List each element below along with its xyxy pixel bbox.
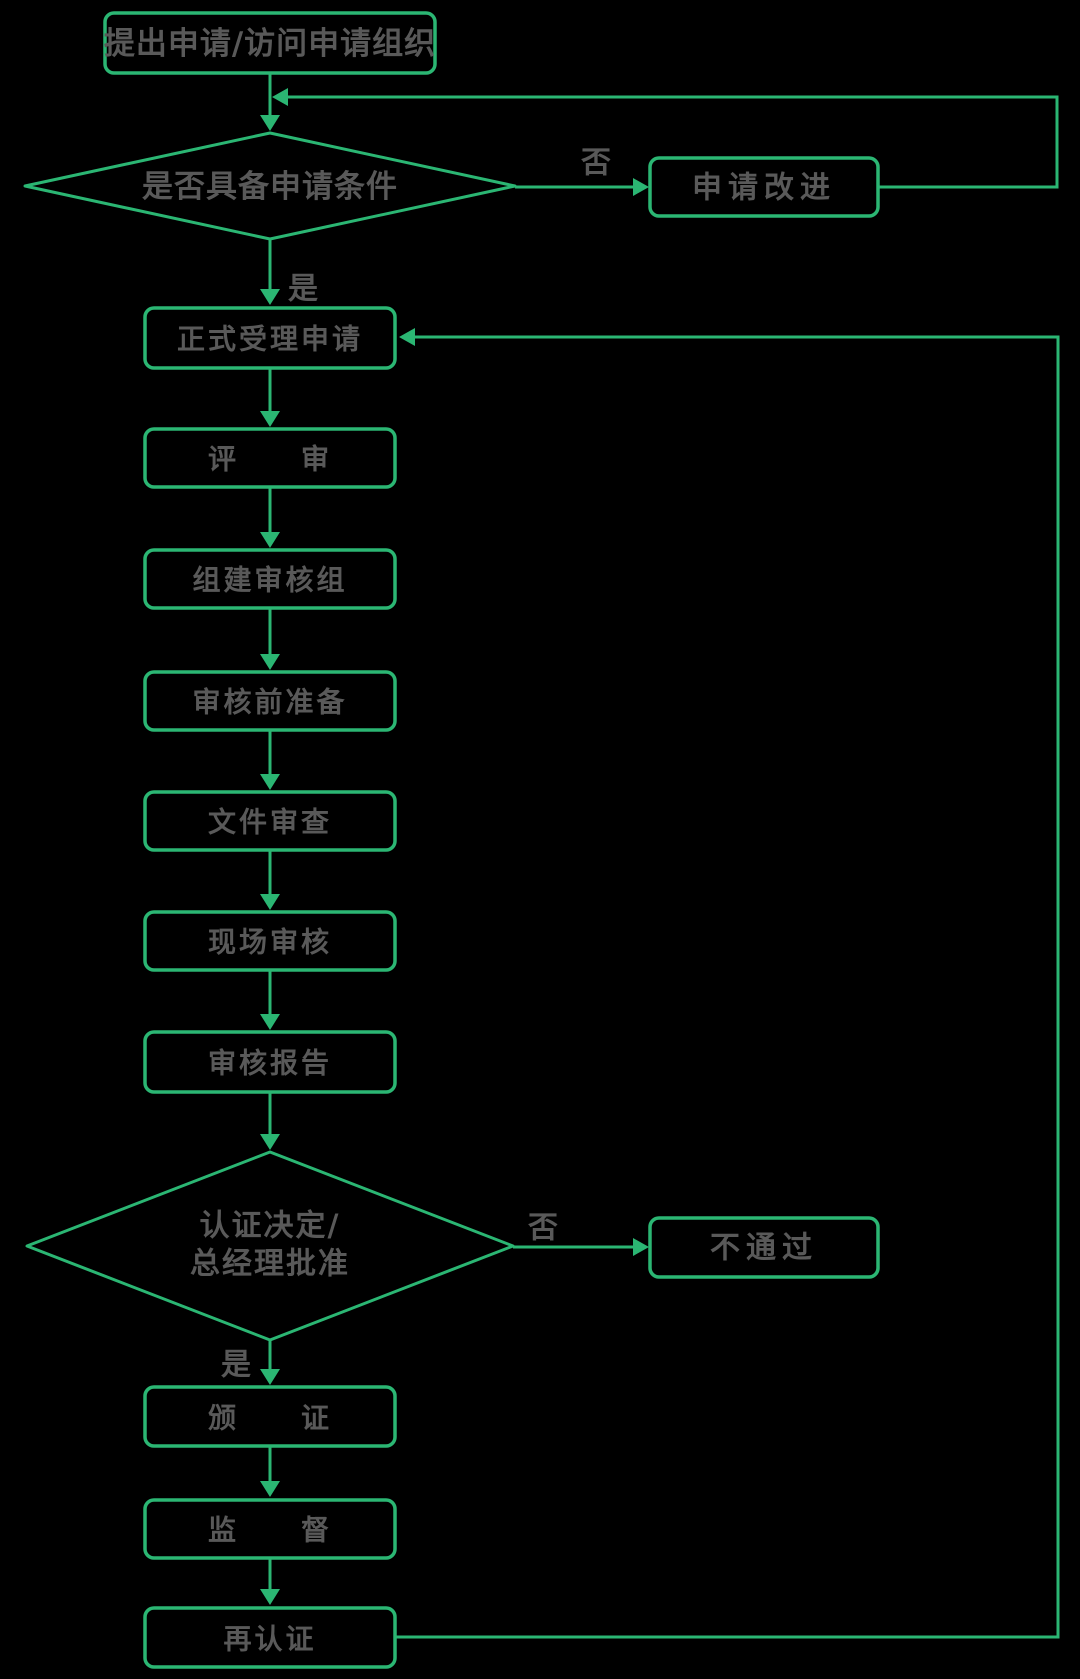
node-supervision[interactable]: 监 督 (143, 1498, 397, 1560)
issue-certificate-box[interactable] (143, 1385, 397, 1448)
decision-label-line2: 总经理批准 (190, 1247, 350, 1282)
pre-audit-prep-label: 审核前准备 (192, 686, 347, 719)
not-passed-label: 不通过 (710, 1231, 818, 1266)
check-conditions-diamond[interactable] (23, 131, 517, 241)
apply-box[interactable] (103, 11, 437, 75)
document-review-label: 文件审查 (208, 806, 332, 839)
edge-recert-feedback (395, 335, 1060, 1639)
improve-label: 申请改进 (692, 171, 836, 206)
check-conditions-label: 是否具备申请条件 (142, 169, 398, 205)
label-yes-top: 是 (288, 272, 318, 307)
arrowhead-report-decision (260, 1134, 280, 1150)
arrowhead-docreview-onsite (260, 894, 280, 910)
label-no-bottom: 否 (528, 1211, 558, 1246)
decision-diamond[interactable] (25, 1150, 515, 1342)
node-improve[interactable]: 申请改进 (648, 156, 880, 218)
document-review-box[interactable] (143, 790, 397, 852)
node-onsite-audit[interactable]: 现场审核 (143, 910, 397, 972)
arrowhead-recert-feedback (399, 328, 415, 346)
audit-report-box[interactable] (143, 1030, 397, 1094)
accept-label: 正式受理申请 (177, 323, 363, 356)
not-passed-box[interactable] (648, 1216, 880, 1279)
arrowhead-review-team (260, 532, 280, 548)
apply-label: 提出申请/访问申请组织 (104, 26, 436, 62)
node-audit-report[interactable]: 审核报告 (143, 1030, 397, 1094)
arrowhead-accept-review (260, 411, 280, 427)
audit-report-label: 审核报告 (208, 1047, 332, 1080)
issue-certificate-label: 颁 证 (208, 1402, 332, 1435)
review-label: 评 审 (208, 443, 332, 476)
arrowhead-check-yes (260, 289, 280, 305)
arrowhead-prepare-docreview (260, 774, 280, 790)
arrowhead-decision-yes (260, 1369, 280, 1385)
label-yes-bottom: 是 (221, 1348, 251, 1383)
improve-box[interactable] (648, 156, 880, 218)
node-review[interactable]: 评 审 (143, 427, 397, 489)
node-issue-certificate[interactable]: 颁 证 (143, 1385, 397, 1448)
supervision-label: 监 督 (208, 1514, 332, 1547)
node-decision[interactable]: 认证决定/ 总经理批准 (25, 1150, 515, 1342)
supervision-box[interactable] (143, 1498, 397, 1560)
onsite-audit-box[interactable] (143, 910, 397, 972)
node-check-conditions[interactable]: 是否具备申请条件 (23, 131, 517, 241)
pre-audit-prep-box[interactable] (143, 670, 397, 732)
label-no-top: 否 (581, 146, 611, 181)
node-form-audit-team[interactable]: 组建审核组 (143, 548, 397, 610)
arrowhead-certificate-supervision (260, 1481, 280, 1497)
node-apply[interactable]: 提出申请/访问申请组织 (103, 11, 437, 75)
form-audit-team-box[interactable] (143, 548, 397, 610)
node-document-review[interactable]: 文件审查 (143, 790, 397, 852)
arrowhead-team-prepare (260, 654, 280, 670)
arrowhead-apply-check (260, 115, 280, 131)
review-box[interactable] (143, 427, 397, 489)
arrowhead-decision-no (633, 1238, 649, 1256)
recertification-label: 再认证 (223, 1623, 316, 1656)
arrowhead-onsite-report (260, 1014, 280, 1030)
node-not-passed[interactable]: 不通过 (648, 1216, 880, 1279)
arrowhead-supervision-recert (260, 1589, 280, 1605)
onsite-audit-label: 现场审核 (208, 926, 332, 959)
accept-box[interactable] (143, 306, 397, 370)
recertification-box[interactable] (143, 1606, 397, 1669)
node-pre-audit-prep[interactable]: 审核前准备 (143, 670, 397, 732)
arrowhead-check-no (633, 178, 649, 196)
connectors (260, 73, 1060, 1639)
arrowhead-improve-feedback (272, 88, 288, 106)
decision-label-line1: 认证决定/ (200, 1209, 341, 1244)
edge-labels: 否 是 否 是 (221, 146, 611, 1383)
node-accept[interactable]: 正式受理申请 (143, 306, 397, 370)
form-audit-team-label: 组建审核组 (192, 564, 347, 597)
edge-improve-feedback (286, 95, 1059, 189)
node-recertification[interactable]: 再认证 (143, 1606, 397, 1669)
